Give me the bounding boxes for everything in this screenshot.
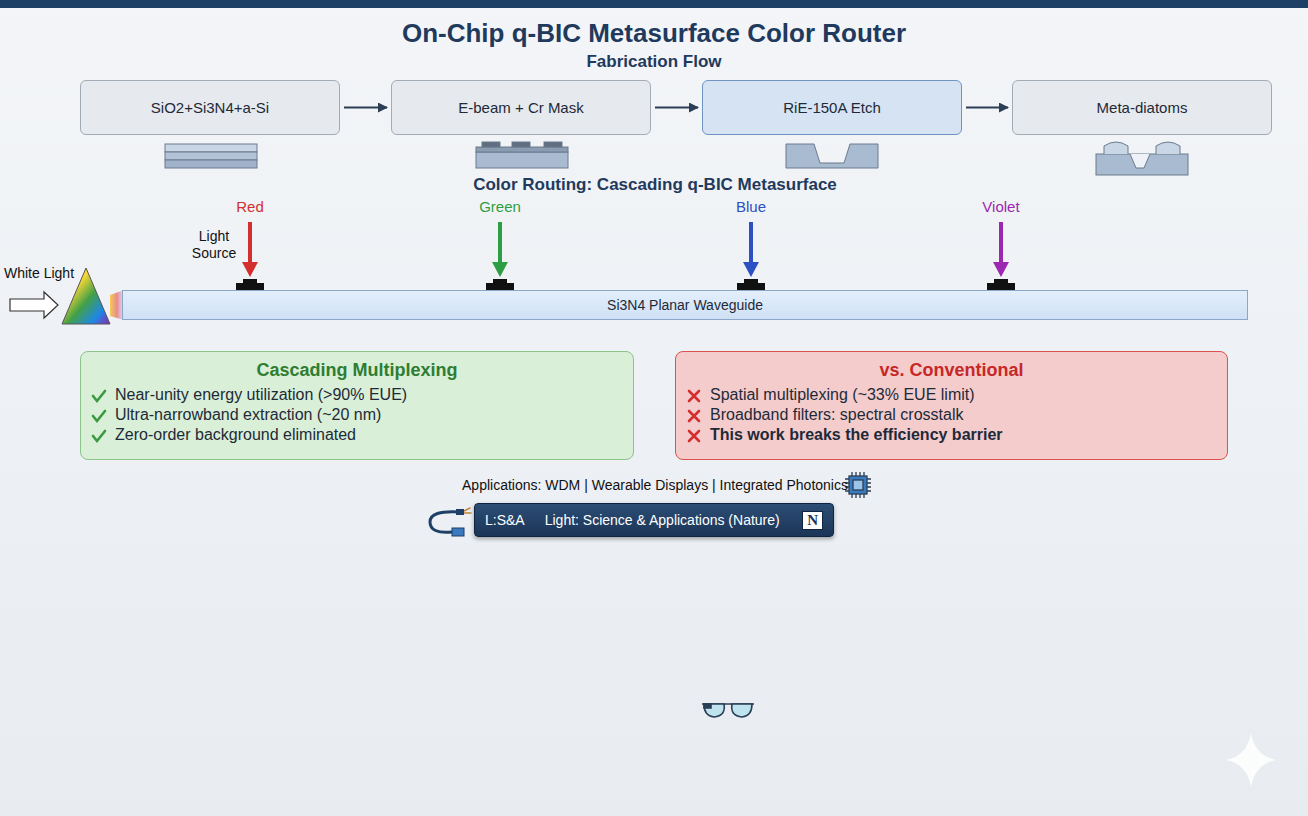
- list-item: Broadband filters: spectral crosstalk: [710, 406, 1193, 424]
- process-box: Meta-diatoms: [1012, 80, 1272, 135]
- source-label: Light Source: [186, 228, 242, 262]
- cross-mark: [686, 388, 702, 404]
- cross-stroke: [689, 411, 699, 421]
- list-item: This work breaks the efficiency barrier: [710, 426, 1193, 444]
- list-text: Spatial multiplexing (~33% EUE limit): [710, 386, 975, 404]
- check-mark: [91, 388, 107, 404]
- list-text: Zero-order background eliminated: [115, 426, 356, 444]
- box-text: E-beam + Cr Mask: [458, 99, 583, 116]
- cross-mark: [686, 428, 702, 444]
- color-label: Blue: [711, 198, 791, 215]
- comparison-panel: vs. ConventionalSpatial multiplexing (~3…: [675, 351, 1228, 460]
- cross-stroke: [689, 391, 699, 401]
- check-stroke: [93, 411, 105, 421]
- flow-arrow: [655, 107, 698, 109]
- process-box: E-beam + Cr Mask: [391, 80, 651, 135]
- check-mark: [91, 408, 107, 424]
- cross-stroke: [689, 431, 699, 441]
- check-stroke: [93, 391, 105, 401]
- diagram-title: On-Chip q-BIC Metasurface Color Router: [0, 18, 1308, 49]
- panel-heading: vs. Conventional: [710, 360, 1193, 381]
- waveguide-band: Si3N4 Planar Waveguide: [122, 290, 1248, 320]
- advantage-panel: Cascading MultiplexingNear-unity energy …: [80, 351, 634, 460]
- flow-arrow: [344, 107, 387, 109]
- list-item: Zero-order background eliminated: [115, 426, 599, 444]
- applications-note: Applications: WDM | Wearable Displays | …: [430, 477, 880, 493]
- list-item: Spatial multiplexing (~33% EUE limit): [710, 386, 1193, 404]
- list-text: This work breaks the efficiency barrier: [710, 426, 1003, 444]
- list-item: Near-unity energy utilization (>90% EUE): [115, 386, 599, 404]
- journal-abbrev: L:S&A: [485, 512, 525, 528]
- process-box: SiO2+Si3N4+a-Si: [80, 80, 340, 135]
- box-text: SiO2+Si3N4+a-Si: [151, 99, 269, 116]
- panel-heading: Cascading Multiplexing: [115, 360, 599, 381]
- process-box: RiE-150A Etch: [702, 80, 962, 135]
- flow-arrow: [966, 107, 1008, 109]
- journal-name: Light: Science & Applications (Nature): [545, 512, 780, 528]
- journal-badge: L:S&A Light: Science & Applications (Natu…: [474, 503, 834, 537]
- list-text: Near-unity energy utilization (>90% EUE): [115, 386, 407, 404]
- journal-logo: N: [802, 511, 823, 530]
- check-mark: [91, 428, 107, 444]
- check-stroke: [93, 431, 105, 441]
- list-text: Broadband filters: spectral crosstalk: [710, 406, 963, 424]
- color-label: Violet: [961, 198, 1041, 215]
- box-text: Si3N4 Planar Waveguide: [607, 297, 763, 313]
- list-item: Ultra-narrowband extraction (~20 nm): [115, 406, 599, 424]
- color-label: Green: [460, 198, 540, 215]
- cross-mark: [686, 408, 702, 424]
- box-text: Meta-diatoms: [1097, 99, 1188, 116]
- section-heading: Color Routing: Cascading q-BIC Metasurfa…: [0, 175, 1308, 195]
- box-text: RiE-150A Etch: [783, 99, 881, 116]
- section-heading: Fabrication Flow: [0, 52, 1308, 72]
- input-label: White Light: [4, 265, 94, 281]
- color-label: Red: [210, 198, 290, 215]
- list-text: Ultra-narrowband extraction (~20 nm): [115, 406, 381, 424]
